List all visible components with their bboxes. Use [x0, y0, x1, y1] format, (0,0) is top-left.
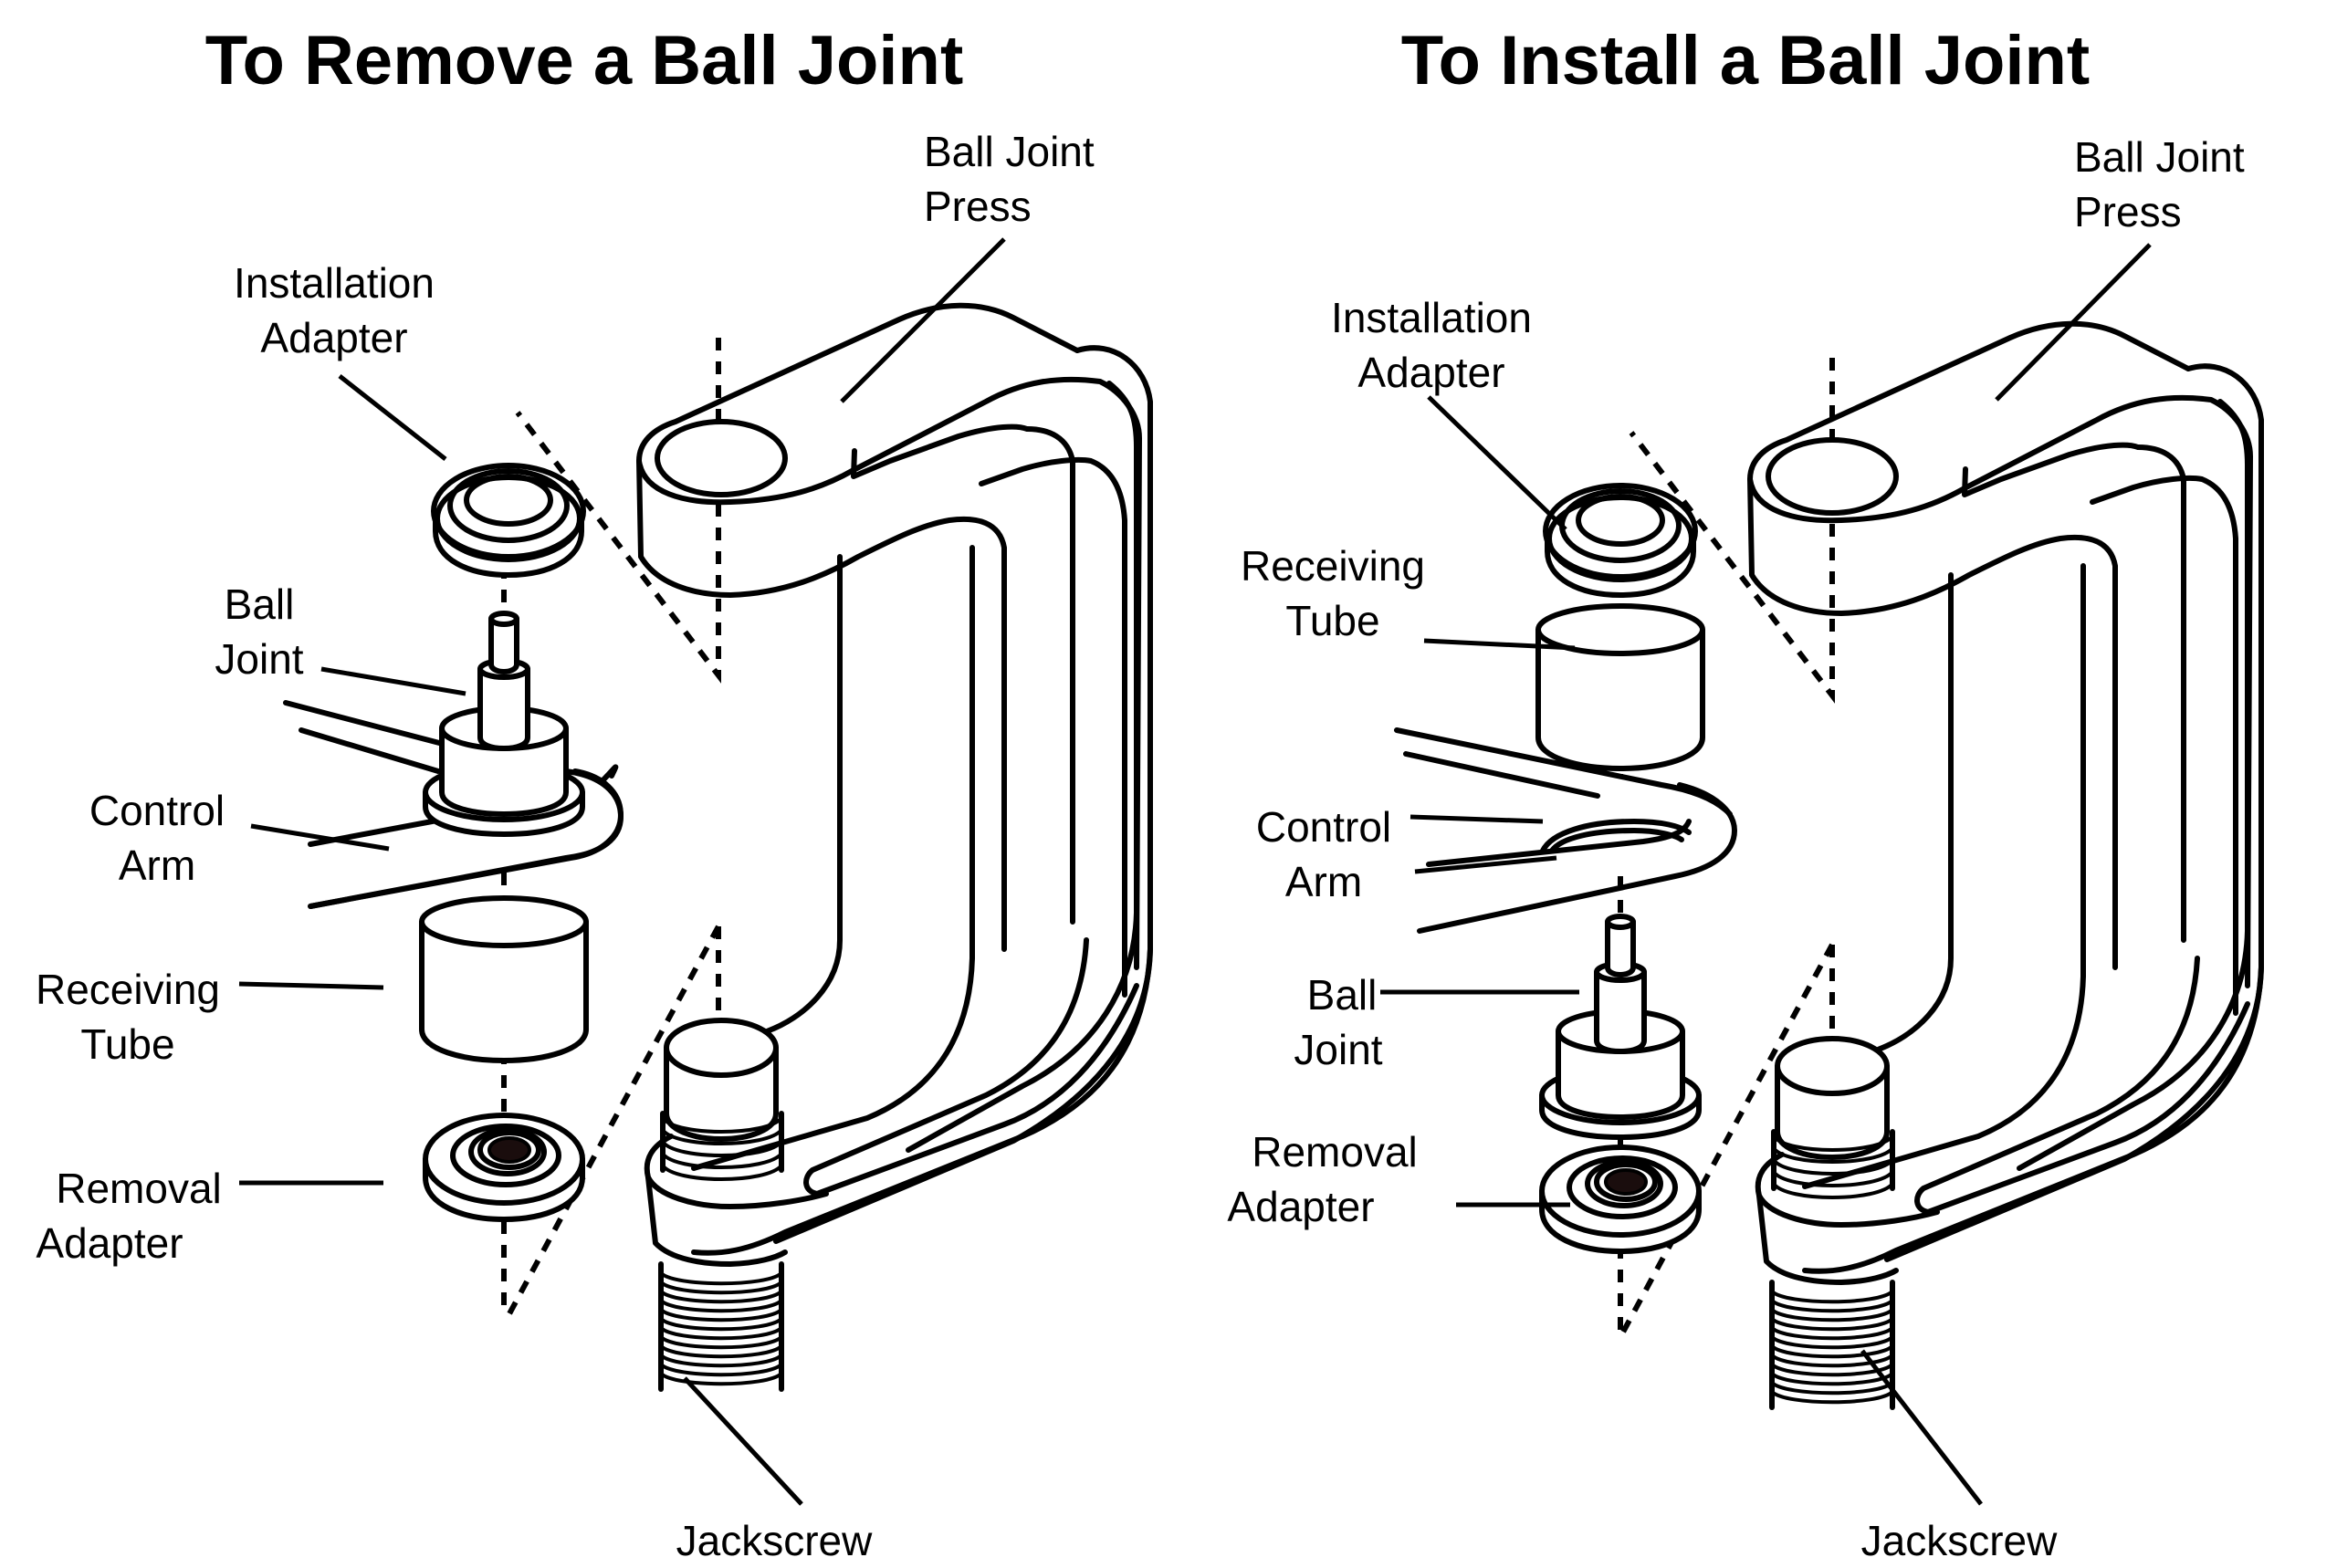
- installation-adapter-install: [1546, 486, 1695, 595]
- ball-joint-press: [639, 306, 1150, 1390]
- label-line: Control: [89, 787, 225, 834]
- installation-adapter: [434, 465, 583, 575]
- leader-jackscrew-install: [1860, 1349, 1983, 1506]
- label-line: Joint: [215, 635, 304, 683]
- leader-ball-joint-press-install: [1995, 243, 2152, 402]
- label-line: Tube: [1285, 597, 1380, 644]
- label-installation-adapter-install: Installation Adapter: [1331, 290, 1532, 400]
- leader-control-arm: [250, 823, 390, 852]
- label-receiving-tube: Receiving Tube: [36, 962, 220, 1071]
- remove-panel-title: To Remove a Ball Joint: [204, 22, 964, 99]
- removal-adapter-install: [1542, 1147, 1699, 1251]
- label-line: Tube: [80, 1020, 175, 1068]
- receiving-tube-install: [1538, 606, 1703, 768]
- label-line: Ball Joint: [924, 128, 1095, 175]
- leader-receiving-tube-install: [1423, 638, 1576, 651]
- label-line: Receiving: [36, 966, 220, 1013]
- label-removal-adapter-install: Removal Adapter: [1211, 1124, 1418, 1234]
- label-jackscrew: Jackscrew: [676, 1517, 873, 1564]
- leader-receiving-tube: [238, 981, 384, 990]
- label-line: Press: [2074, 188, 2182, 235]
- label-line: Control: [1255, 803, 1392, 851]
- removal-adapter: [425, 1115, 582, 1219]
- label-ball-joint-press: Ball Joint Press: [924, 124, 1095, 234]
- label-removal-adapter: Removal Adapter: [16, 1161, 222, 1270]
- label-line: Ball: [1306, 971, 1378, 1019]
- receiving-tube: [422, 898, 586, 1061]
- label-line: Ball Joint: [2074, 133, 2245, 181]
- leader-installation-adapter: [338, 374, 447, 461]
- label-line: Arm: [118, 841, 196, 889]
- leader-control-arm-install: [1410, 814, 1544, 824]
- label-line: Adapter: [1357, 349, 1505, 396]
- ball-joint: [425, 613, 582, 834]
- ball-joint-install: [1542, 916, 1699, 1137]
- remove-panel-drawing: [238, 237, 1150, 1506]
- label-line: Press: [924, 183, 1032, 230]
- label-line: Removal: [1252, 1128, 1418, 1176]
- label-jackscrew-install: Jackscrew: [1860, 1517, 2058, 1564]
- label-installation-adapter: Installation Adapter: [234, 256, 435, 365]
- label-line: Adapter: [36, 1219, 183, 1267]
- label-line: Joint: [1294, 1026, 1383, 1073]
- label-line: Adapter: [260, 314, 408, 361]
- leader-ball-joint-press: [840, 237, 1006, 403]
- label-line: Adapter: [1227, 1183, 1375, 1230]
- label-line: Receiving: [1241, 542, 1425, 590]
- label-line: Arm: [1284, 858, 1363, 905]
- alignment-guide-top: [515, 338, 721, 684]
- install-panel-title: To Install a Ball Joint: [1400, 22, 2091, 99]
- label-ball-joint-install: Ball Joint: [1294, 967, 1382, 1077]
- label-line: Installation: [1331, 294, 1532, 341]
- ball-joint-press-install: [1750, 324, 2261, 1408]
- label-control-arm-install: Control Arm: [1256, 800, 1391, 909]
- label-line: Installation: [234, 259, 435, 307]
- label-line: Removal: [56, 1165, 222, 1212]
- leader-installation-adapter-install: [1427, 395, 1567, 531]
- label-line: Ball: [224, 580, 295, 628]
- label-control-arm: Control Arm: [89, 783, 225, 893]
- leader-ball-joint: [320, 666, 466, 696]
- control-arm-hole-install: [1540, 819, 1692, 853]
- leader-jackscrew: [683, 1376, 803, 1506]
- label-ball-joint-press-install: Ball Joint Press: [2074, 130, 2245, 239]
- label-ball-joint: Ball Joint: [215, 577, 303, 686]
- control-arm-upper-edge: [299, 727, 441, 774]
- install-panel-drawing: [1380, 243, 2261, 1506]
- alignment-guide-top-install: [1629, 358, 1835, 704]
- label-receiving-tube-install: Receiving Tube: [1241, 538, 1425, 648]
